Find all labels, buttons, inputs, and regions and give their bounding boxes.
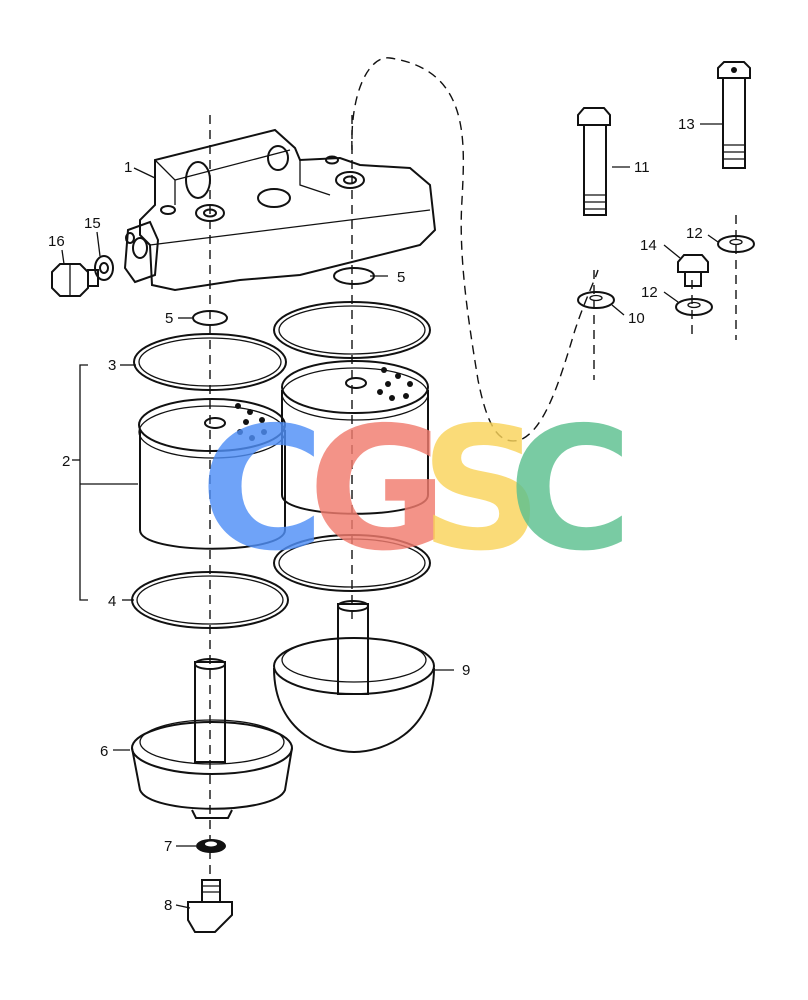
drain-plug [187,879,233,933]
callout-9: 9 [462,662,470,679]
filter-element-right [281,360,429,515]
watermark-letter: G [308,391,448,589]
seal-rings [131,301,431,629]
cgsc-watermark: C G S C [200,391,633,589]
watermark-letter: S [420,391,542,589]
callout-12: 12 [641,284,658,301]
filter-bowl-left [131,658,293,819]
callout-14: 14 [640,237,657,254]
bolt-short [717,61,751,169]
callout-labels: 1 2 3 4 5 5 6 7 8 9 10 11 12 12 13 14 15… [48,116,703,914]
callout-7: 7 [164,838,172,855]
watermark-letter: C [200,391,325,589]
small-screw [677,254,709,287]
callout-15: 15 [84,215,101,232]
washers [577,235,755,316]
callout-10: 10 [628,310,645,327]
callout-11: 11 [634,159,650,176]
callout-1: 1 [124,159,132,176]
callout-8: 8 [164,897,172,914]
sealing-washer [196,839,226,853]
callout-5: 5 [397,269,405,286]
callout-4: 4 [108,593,116,610]
callout-6: 6 [100,743,108,760]
watermark-letter: C [508,391,633,589]
callout-3: 3 [108,357,116,374]
callout-5: 5 [165,310,173,327]
callout-2: 2 [62,453,70,470]
callout-12: 12 [686,225,703,242]
callout-16: 16 [48,233,65,250]
leader-lines [61,123,722,909]
bleed-screw-and-washer [51,255,114,297]
filter-bowl-right [273,600,435,754]
callout-13: 13 [678,116,695,133]
bolt-long [577,107,611,216]
filter-element-left [138,398,286,550]
filter-head [123,128,437,292]
